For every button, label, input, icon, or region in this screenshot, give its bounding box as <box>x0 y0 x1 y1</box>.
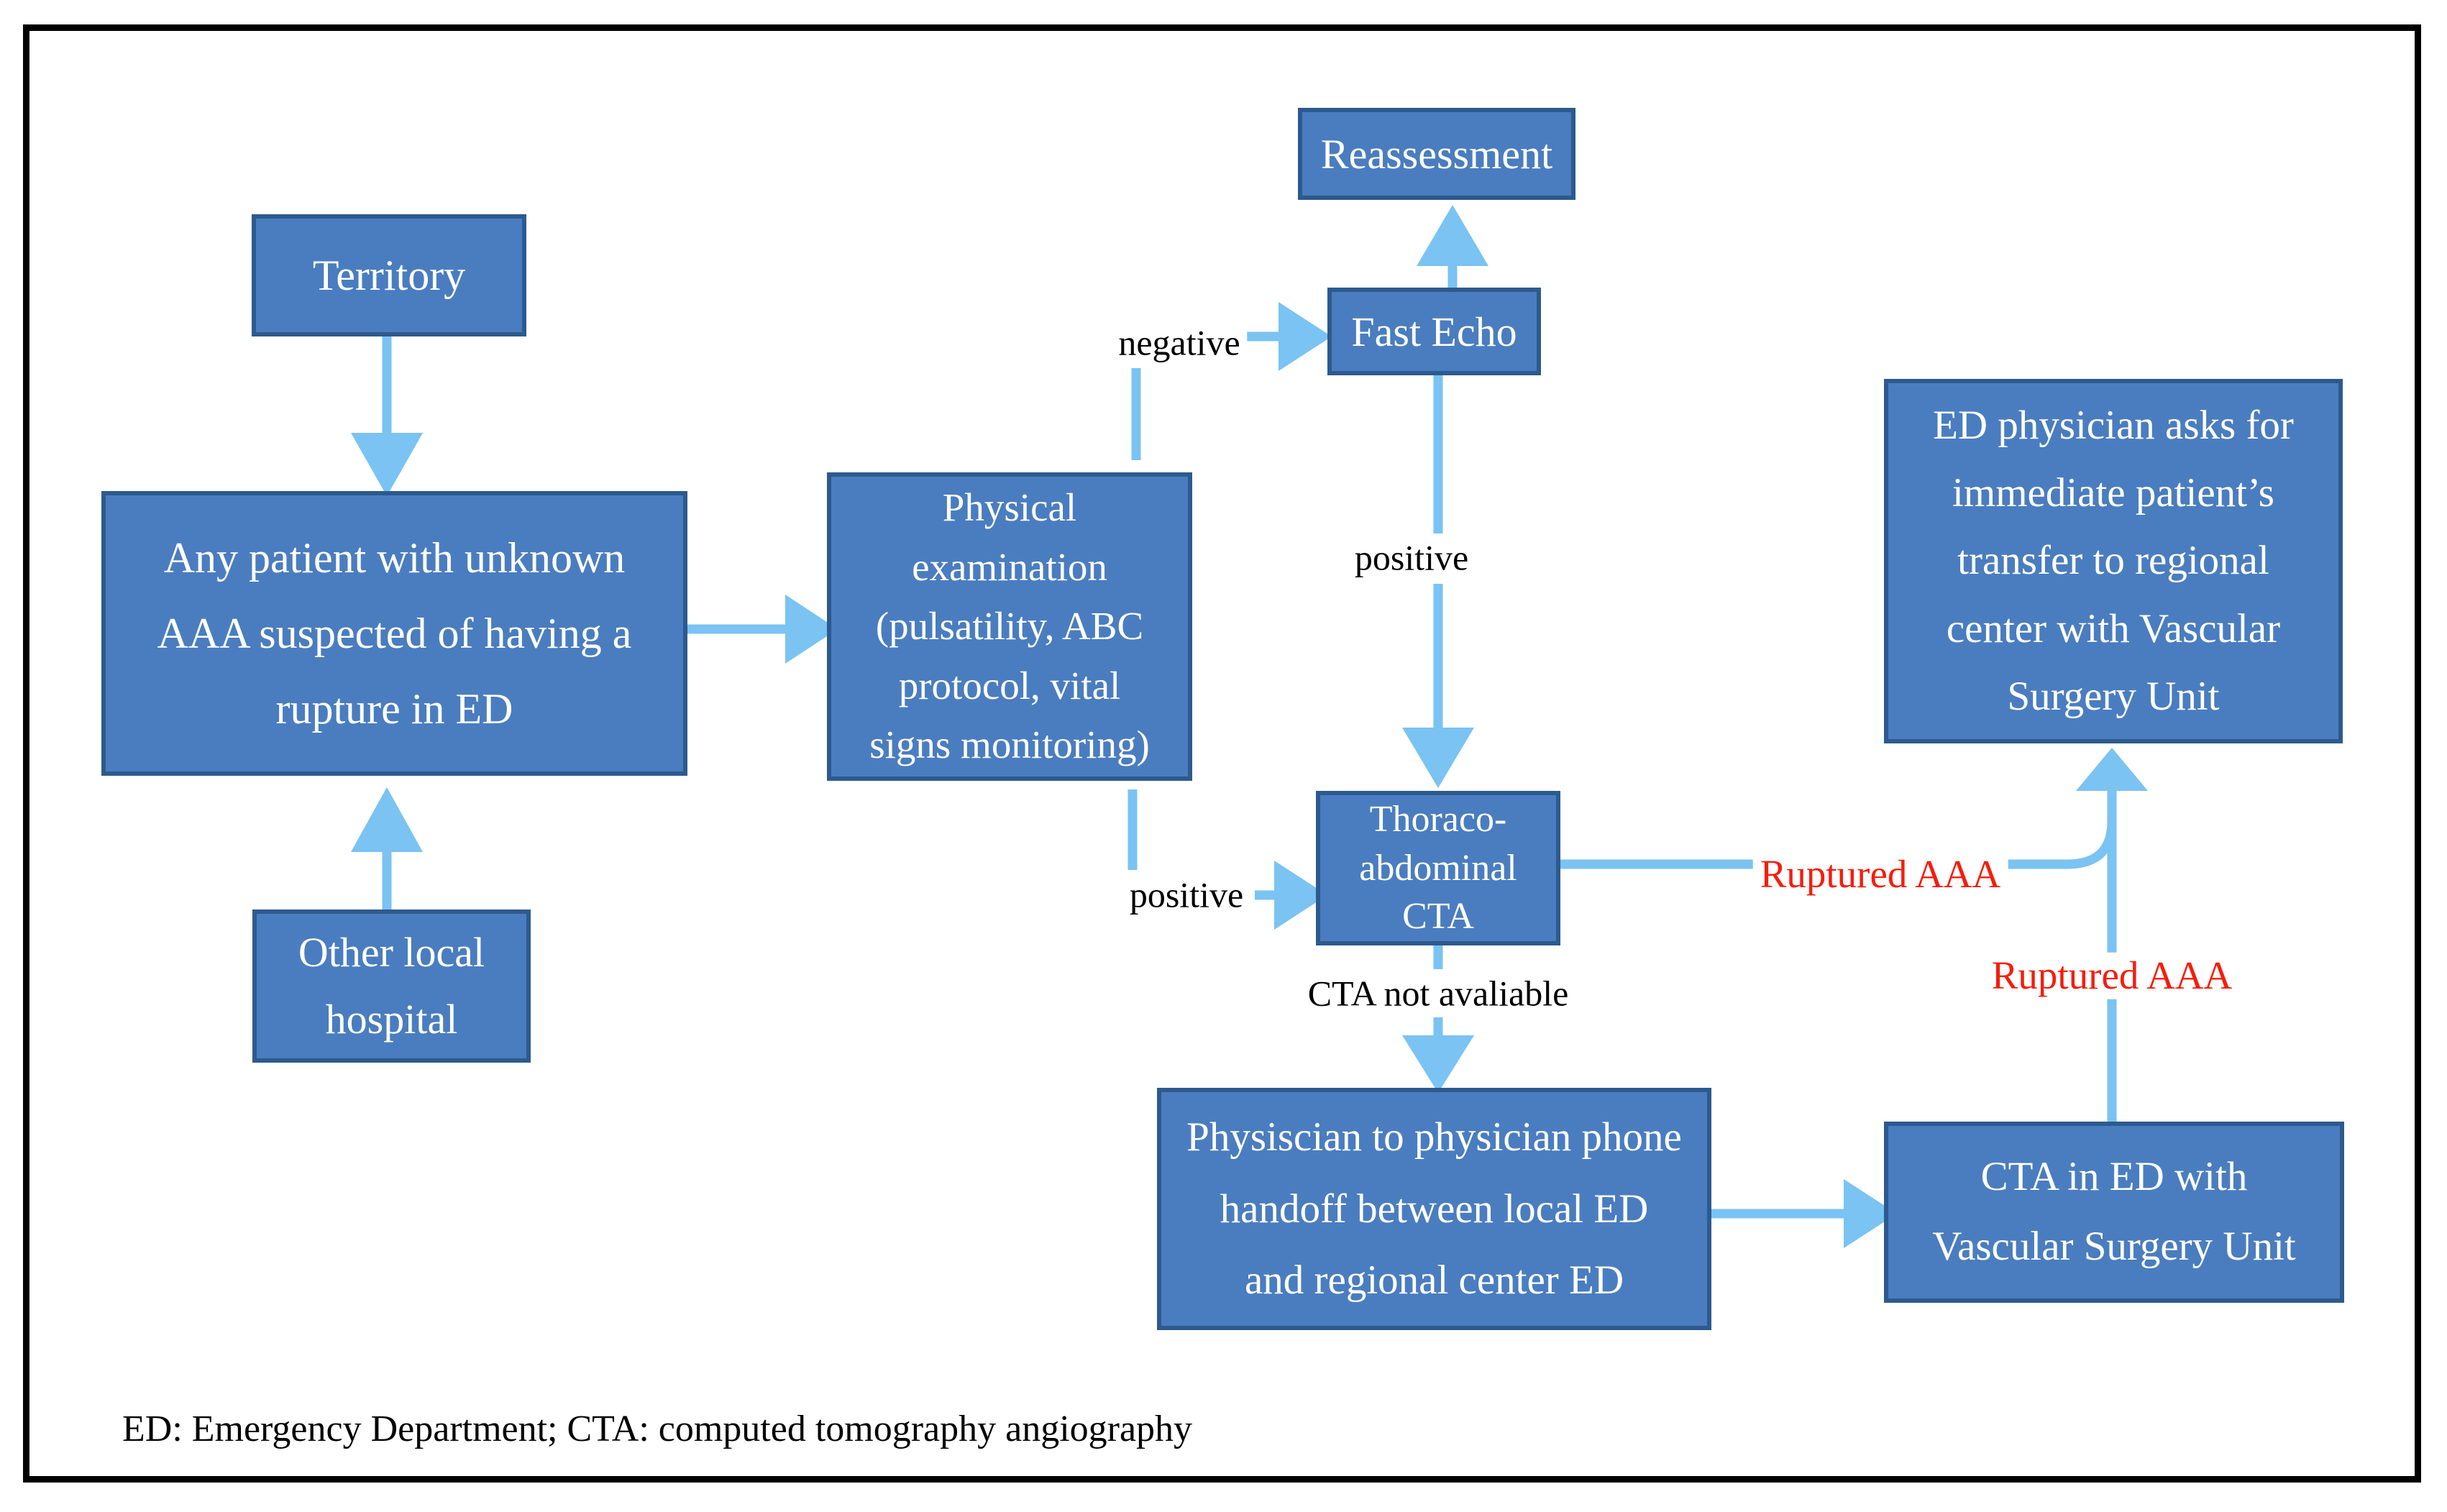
node-fast-echo: Fast Echo <box>1327 288 1541 375</box>
node-physician-phone-handoff: Physiscian to physician phone handoff be… <box>1157 1088 1711 1330</box>
edge-label-ruptured-aaa-up: Ruptured AAA <box>1984 952 2240 999</box>
edge-label-positive-exam: positive <box>1122 874 1251 917</box>
arrowhead-cta-to-handoff <box>1402 1035 1474 1093</box>
arrowhead-territory-to-patient <box>351 433 423 496</box>
edge-label-negative: negative <box>1111 321 1248 365</box>
arrowhead-negative-to-fastecho <box>1279 302 1332 371</box>
arrowhead-to-ed-physician <box>2076 748 2148 791</box>
edge-label-ruptured-aaa-right: Ruptured AAA <box>1752 851 2008 898</box>
node-any-patient-unknown-aaa: Any patient with unknown AAA suspected o… <box>101 491 687 776</box>
node-thoraco-abdominal-cta: Thoraco- abdominal CTA <box>1316 791 1560 945</box>
arrowhead-fastecho-to-cta <box>1402 728 1474 788</box>
node-physical-examination: Physical examination (pulsatility, ABC p… <box>827 472 1192 781</box>
edge-label-cta-not-avaliable: CTA not avaliable <box>1300 972 1576 1015</box>
arrowhead-patient-to-exam <box>785 595 838 664</box>
arrowhead-hospital-to-patient <box>351 787 423 852</box>
arrowhead-fastecho-to-reassessment <box>1417 205 1488 266</box>
node-territory: Territory <box>252 214 526 336</box>
node-cta-in-ed-vascular: CTA in ED with Vascular Surgery Unit <box>1884 1122 2344 1303</box>
node-other-local-hospital: Other local hospital <box>252 910 531 1063</box>
node-reassessment: Reassessment <box>1298 108 1575 200</box>
abbreviation-legend: ED: Emergency Department; CTA: computed … <box>122 1408 1193 1449</box>
edge-label-positive-fast-echo: positive <box>1347 536 1476 579</box>
arrowhead-positive-to-cta <box>1274 861 1327 930</box>
node-ed-physician-transfer: ED physician asks for immediate patient’… <box>1884 379 2343 743</box>
arrowhead-handoff-to-ctaed <box>1844 1179 1897 1248</box>
